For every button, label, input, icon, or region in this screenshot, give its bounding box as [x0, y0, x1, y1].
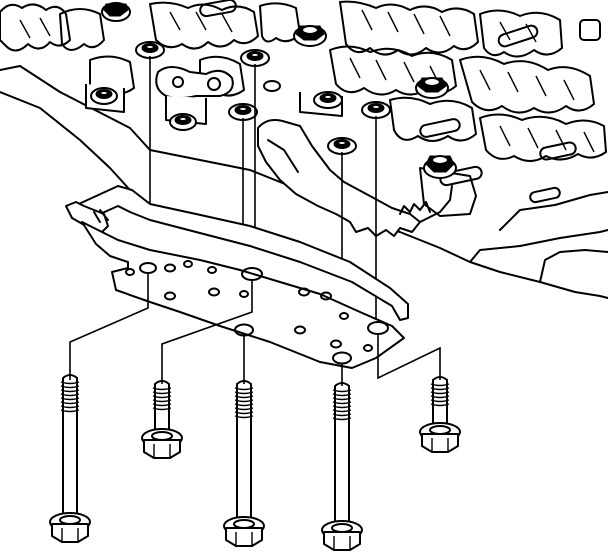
cover-plate-tab-slot [99, 209, 109, 221]
mounting-boss [419, 167, 477, 217]
hex-head [101, 2, 131, 22]
bolt-tip [334, 382, 350, 387]
bolt-tip [236, 380, 252, 385]
bolt-hex-facet [333, 536, 351, 550]
socket-bolt-head [361, 101, 391, 119]
bolt-head-top [59, 515, 81, 525]
bolt-shank [432, 379, 448, 425]
cover-plate-face [81, 221, 405, 369]
hex-head [415, 77, 449, 99]
short-bolt [141, 380, 183, 459]
hex-head [423, 155, 457, 179]
bolt-head-top [151, 431, 173, 441]
cover-plate-tab [65, 201, 109, 235]
bolt-hex-facet [61, 528, 79, 542]
bolt-head-top [429, 425, 451, 435]
bolt-hex-head [225, 527, 263, 547]
socket-bolt-head [240, 49, 270, 67]
socket-bolt-head [90, 87, 118, 105]
socket-bolt-head [228, 103, 258, 121]
casting-right-edge [469, 229, 608, 263]
bolt-shank [334, 385, 350, 523]
bolt-tip [432, 376, 448, 381]
short-bolt [419, 376, 461, 453]
bolt-shank [236, 383, 252, 519]
socket-bolt-head [169, 113, 197, 131]
link-plate [155, 66, 234, 99]
bolt-hex-head [421, 433, 459, 453]
bolt-thread [234, 387, 254, 419]
hex-head [293, 25, 327, 47]
detent-lever-edge [267, 139, 299, 173]
bolt-hex-head [51, 523, 89, 543]
bolt-shank [154, 383, 170, 431]
bolt-hex-facet [235, 532, 253, 546]
bolt-set [49, 374, 461, 551]
valve-bore-cluster [0, 0, 607, 162]
bolt-head-top [331, 523, 353, 533]
bolt-thread [332, 389, 352, 421]
long-bolt [321, 382, 363, 551]
bolt-hex-facet [153, 444, 171, 458]
long-bolt [223, 380, 265, 547]
bolt-tip [62, 374, 78, 379]
socket-bolt-head [263, 80, 281, 92]
link-plate-hole [172, 76, 184, 88]
casting-lower-edge [0, 91, 131, 191]
bolt-tip [154, 380, 170, 385]
casting-corner [539, 249, 608, 283]
cover-plate [65, 185, 409, 369]
detent-teeth [399, 201, 431, 215]
bolt-hex-head [143, 439, 181, 459]
detent-arm [419, 185, 453, 223]
cover-plate-lip [69, 185, 409, 321]
bolt-hex-head [323, 531, 361, 551]
casting-bolt-heads [90, 2, 457, 179]
casting-slots [199, 0, 601, 204]
bolt-thread [60, 381, 80, 413]
bolt-hex-facet [431, 438, 449, 452]
bolt-shank [62, 377, 78, 515]
socket-bolt-head [313, 91, 343, 109]
bolt-head-top [233, 519, 255, 529]
cover-plate-tab-slot [93, 211, 101, 223]
socket-bolt-head [327, 137, 357, 155]
casting-right-flange [499, 191, 608, 231]
long-bolt [49, 374, 91, 543]
link-plate-hole [207, 77, 221, 91]
bolt-thread [152, 387, 172, 411]
bolt-thread [430, 383, 450, 407]
socket-bolt-head [135, 41, 165, 59]
cover-plate-holes [125, 260, 389, 365]
